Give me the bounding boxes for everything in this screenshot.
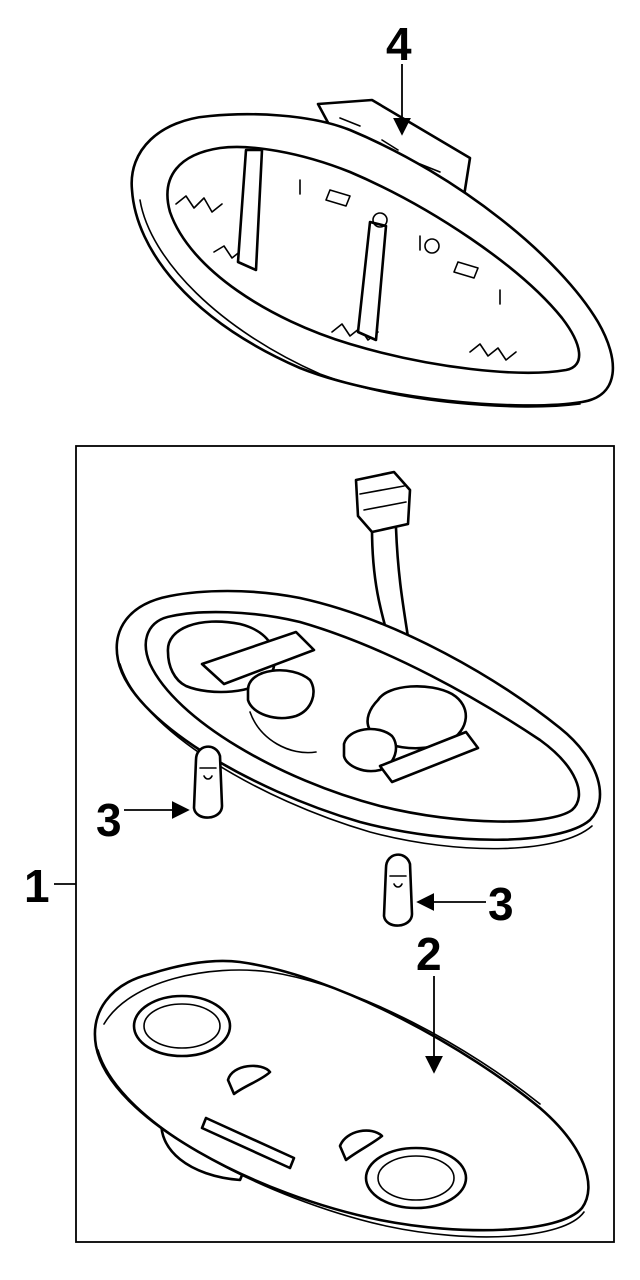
lamp-housing (115, 470, 602, 850)
assembly-box-part-1 (75, 445, 615, 1243)
bulb-right-part-3 (382, 853, 414, 927)
callout-3-left: 3 (96, 794, 122, 846)
callout-1: 1 (24, 860, 50, 912)
callout-2: 2 (416, 928, 442, 980)
callout-4: 4 (386, 18, 412, 70)
callout-3-right: 3 (488, 878, 514, 930)
lens-cover-part-2 (93, 959, 590, 1238)
bezel-part-4 (130, 98, 615, 408)
bulb-left-part-3 (192, 745, 224, 819)
